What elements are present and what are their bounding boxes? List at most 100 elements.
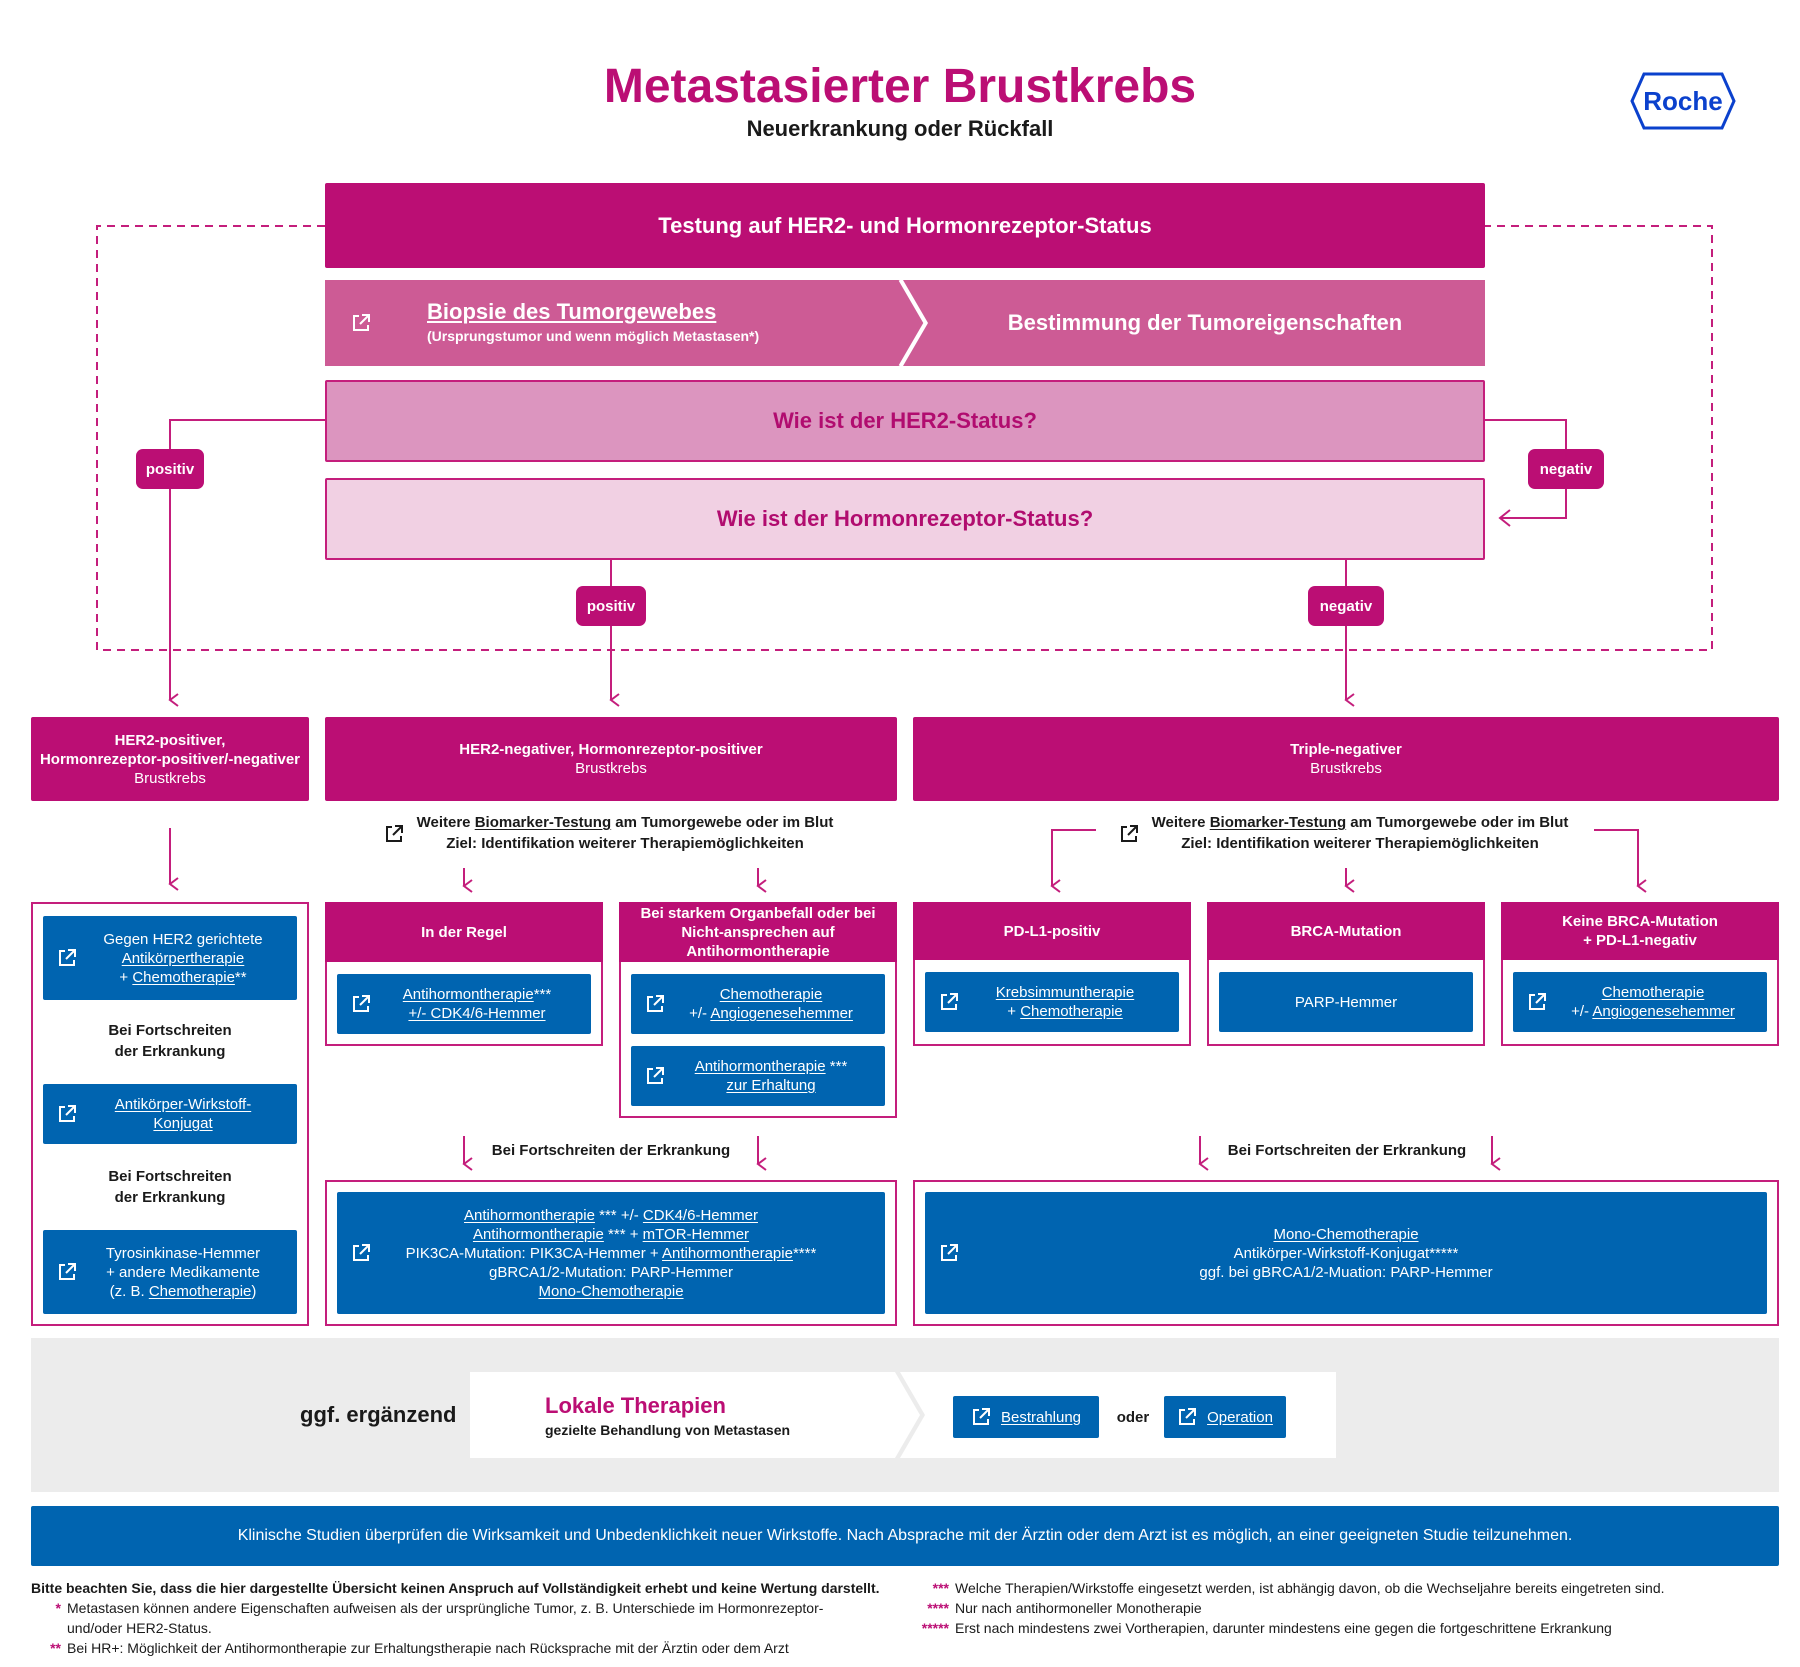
biopsy-text: Biopsie des Tumorgewebes (Ursprungstumor…	[427, 298, 887, 346]
surgery-label[interactable]: Operation	[1207, 1408, 1273, 1426]
tki-line3: (z. B. Chemotherapie)	[109, 1282, 257, 1300]
surgery-button[interactable]: Operation	[1164, 1396, 1286, 1438]
biomarker-note-hr: Weitere Biomarker-Testung am Tumorgewebe…	[380, 812, 840, 856]
cdk46-link[interactable]: CDK4/6-Hemmer	[642, 1206, 758, 1224]
her2-therapy-tki[interactable]: Tyrosinkinase-Hemmer + andere Medikament…	[43, 1230, 297, 1314]
tnbc-later-line2: Antikörper-Wirkstoff-Konjugat*****	[1233, 1244, 1459, 1262]
chemotherapy-link[interactable]: Chemotherapie	[132, 968, 235, 986]
maintenance-link[interactable]: zur Erhaltung	[726, 1077, 816, 1094]
external-link-icon	[939, 1243, 959, 1263]
immunotherapy-link[interactable]: Krebsimmuntherapie	[995, 984, 1135, 1001]
antihormone-link[interactable]: Antihormontherapie	[662, 1244, 793, 1262]
hr-negative-pill: negativ	[1308, 586, 1384, 626]
her2-question: Wie ist der HER2-Status?	[325, 380, 1485, 462]
her2-t1-line1: Gegen HER2 gerichtete	[103, 930, 263, 948]
tnbc-progress: Bei Fortschreiten der Erkrankung	[1227, 1142, 1467, 1159]
angiogenesis-link[interactable]: Angiogenesehemmer	[1592, 1003, 1735, 1020]
hr-regel-therapy[interactable]: Antihormontherapie*** +/- CDK4/6-Hemmer	[337, 974, 591, 1034]
antihormone-link[interactable]: Antihormontherapie	[694, 1058, 826, 1075]
radiation-button[interactable]: Bestrahlung	[953, 1396, 1099, 1438]
antihormone-link[interactable]: Antihormontherapie	[402, 986, 534, 1003]
external-link-icon	[351, 1243, 371, 1263]
her2-therapy-antibody[interactable]: Gegen HER2 gerichtete Antikörpertherapie…	[43, 916, 297, 1000]
biomarker-link[interactable]: Biomarker-Testung	[1209, 814, 1347, 831]
biomarker-goal: Ziel: Identifikation weiterer Therapiemö…	[1181, 835, 1539, 852]
external-link-icon	[1527, 992, 1547, 1012]
angiogenesis-link[interactable]: Angiogenesehemmer	[710, 1005, 853, 1022]
page-subtitle: Neuerkrankung oder Rückfall	[746, 116, 1054, 141]
hr-question: Wie ist der Hormonrezeptor-Status?	[325, 478, 1485, 560]
regel-line1: Antihormontherapie***	[402, 986, 552, 1003]
chemotherapy-link[interactable]: Chemotherapie	[1601, 984, 1705, 1001]
tnbc-nobrca-therapy[interactable]: Chemotherapie +/- Angiogenesehemmer	[1513, 972, 1767, 1032]
footnote-1b: und/oder HER2-Status.	[67, 1620, 212, 1636]
external-link-icon	[645, 994, 665, 1014]
biopsy-row: Biopsie des Tumorgewebes (Ursprungstumor…	[325, 280, 1485, 366]
adc-link[interactable]: Antikörper-Wirkstoff-	[114, 1096, 252, 1113]
antibody-therapy-link[interactable]: Antikörpertherapie	[121, 949, 245, 967]
external-link-icon	[57, 1262, 77, 1282]
biopsy-chevron-shape	[325, 280, 1485, 366]
antihormone-link[interactable]: Antihormontherapie	[472, 1225, 604, 1243]
local-title: Lokale Therapien	[545, 1393, 726, 1418]
mono-chemo-link[interactable]: Mono-Chemotherapie	[538, 1282, 684, 1300]
radiation-label[interactable]: Bestrahlung	[1000, 1408, 1082, 1426]
col3-sub: Brustkrebs	[1310, 760, 1382, 777]
nobrca-line2: +/- Angiogenesehemmer	[1571, 1003, 1735, 1020]
chemotherapy-link[interactable]: Chemotherapie	[148, 1282, 252, 1300]
local-title-block: Lokale Therapien gezielte Behandlung von…	[545, 1392, 865, 1440]
determination-label: Bestimmung der Tumoreigenschaften	[1007, 310, 1403, 335]
hr-later-therapy[interactable]: Antihormontherapie *** +/- CDK4/6-Hemmer…	[337, 1192, 885, 1314]
footnote-2: **Bei HR+: Möglichkeit der Antihormonthe…	[50, 1640, 789, 1656]
mono-chemo-link[interactable]: Mono-Chemotherapie	[1273, 1225, 1419, 1243]
footnote-3: ***Welche Therapien/Wirkstoffe eingesetz…	[932, 1580, 1665, 1596]
antihormone-link[interactable]: Antihormontherapie	[464, 1206, 595, 1224]
biopsy-link[interactable]: Biopsie des Tumorgewebes	[427, 299, 717, 324]
tnbc-later-line3: ggf. bei gBRCA1/2-Muation: PARP-Hemmer	[1199, 1263, 1493, 1281]
adc-link-2[interactable]: Konjugat	[153, 1115, 213, 1132]
biomarker-line1: Weitere Biomarker-Testung am Tumorgewebe…	[1151, 814, 1569, 831]
tnbc-pdl1-therapy[interactable]: Krebsimmuntherapie + Chemotherapie	[925, 972, 1179, 1032]
tnbc-later-therapy[interactable]: Mono-Chemotherapie Antikörper-Wirkstoff-…	[925, 1192, 1767, 1314]
external-link-icon	[645, 1066, 665, 1086]
col2-sub: Brustkrebs	[575, 760, 647, 777]
roche-logo: Roche	[1630, 72, 1736, 130]
external-link-icon	[1119, 824, 1139, 844]
biomarker-goal: Ziel: Identifikation weiterer Therapiemö…	[446, 835, 804, 852]
footnote-4: ****Nur nach antihormoneller Monotherapi…	[927, 1600, 1202, 1616]
clinical-studies-banner: Klinische Studien überprüfen die Wirksam…	[31, 1506, 1779, 1566]
chemotherapy-link[interactable]: Chemotherapie	[719, 986, 823, 1003]
cdk46-link[interactable]: +/- CDK4/6-Hemmer	[408, 1005, 546, 1022]
biopsy-note: (Ursprungstumor und wenn möglich Metasta…	[427, 328, 760, 344]
her2-therapy-adc[interactable]: Antikörper-Wirkstoff- Konjugat	[43, 1084, 297, 1144]
column-header-hr-positive: HER2-negativer, Hormonrezeptor-positiver…	[325, 717, 897, 801]
col2-title: HER2-negativer, Hormonrezeptor-positiver	[459, 741, 763, 758]
local-label: ggf. ergänzend	[300, 1402, 457, 1427]
biomarker-note-tnbc: Weitere Biomarker-Testung am Tumorgewebe…	[1115, 812, 1575, 856]
col3-title: Triple-negativer	[1290, 741, 1402, 758]
her2-positive-pill: positiv	[136, 449, 204, 489]
external-link-icon	[57, 1104, 77, 1124]
footnote-5: *****Erst nach mindestens zwei Vortherap…	[921, 1620, 1612, 1636]
local-subtitle: gezielte Behandlung von Metastasen	[545, 1422, 791, 1438]
roche-logo-text: Roche	[1643, 85, 1723, 116]
later-line1: Antihormontherapie *** +/- CDK4/6-Hemmer	[464, 1206, 758, 1224]
pdl1-line2: + Chemotherapie	[1007, 1003, 1123, 1020]
biomarker-link[interactable]: Biomarker-Testung	[474, 814, 612, 831]
later-line2: Antihormontherapie *** + mTOR-Hemmer	[472, 1225, 750, 1243]
tnbc-pdl1-title: PD-L1-positiv	[913, 902, 1191, 960]
hr-organ-chemo[interactable]: Chemotherapie +/- Angiogenesehemmer	[631, 974, 885, 1034]
her2-negative-pill: negativ	[1528, 449, 1604, 489]
hr-positive-pill: positiv	[576, 586, 646, 626]
chemotherapy-link[interactable]: Chemotherapie	[1020, 1003, 1123, 1020]
disclaimer: Bitte beachten Sie, dass die hier darges…	[31, 1580, 880, 1596]
external-link-icon	[939, 992, 959, 1012]
later-line3: PIK3CA-Mutation: PIK3CA-Hemmer + Antihor…	[405, 1244, 817, 1262]
hr-organ-title: Bei starkem Organbefall oder bei Nicht-a…	[619, 902, 897, 962]
or-label: oder	[1116, 1408, 1150, 1426]
tki-line2: + andere Medikamente	[106, 1263, 260, 1281]
mtor-link[interactable]: mTOR-Hemmer	[642, 1225, 750, 1243]
external-link-icon	[351, 994, 371, 1014]
hr-organ-maintenance[interactable]: Antihormontherapie *** zur Erhaltung	[631, 1046, 885, 1106]
